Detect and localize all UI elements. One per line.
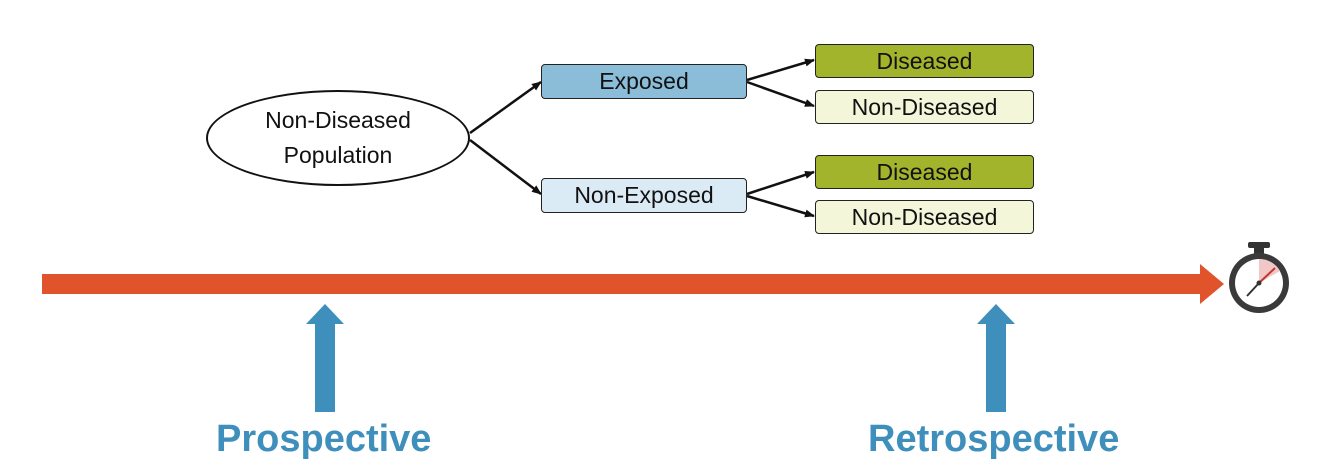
- non-exposed-box: Non-Exposed: [541, 178, 747, 213]
- prospective-label: Prospective: [216, 418, 432, 460]
- arrow-non-exposed-to-non-diseased: [746, 194, 815, 218]
- arrow-exposed-to-diseased: [746, 58, 815, 82]
- timeline-bar: [42, 274, 1202, 294]
- exposed-diseased-label: Diseased: [876, 47, 973, 74]
- population-node: Non-Diseased Population: [206, 90, 470, 186]
- exposed-label: Exposed: [599, 68, 689, 94]
- non-exposed-diseased-label: Diseased: [876, 158, 973, 185]
- retrospective-label: Retrospective: [868, 418, 1120, 460]
- stopwatch-icon: [1229, 242, 1289, 313]
- arrow-population-to-non-exposed: [469, 139, 542, 195]
- non-exposed-diseased-box: Diseased: [815, 155, 1034, 189]
- retrospective-up-arrow: [977, 304, 1015, 412]
- prospective-up-arrow: [306, 304, 344, 412]
- exposed-non-diseased-label: Non-Diseased: [851, 93, 998, 120]
- exposed-diseased-box: Diseased: [815, 44, 1034, 78]
- arrow-exposed-to-non-diseased: [746, 80, 815, 108]
- timeline-arrowhead: [1200, 264, 1224, 304]
- arrow-non-exposed-to-diseased: [746, 170, 815, 196]
- non-exposed-label: Non-Exposed: [574, 182, 714, 208]
- arrow-population-to-exposed: [469, 80, 542, 135]
- exposed-non-diseased-box: Non-Diseased: [815, 90, 1034, 124]
- population-label-line1: Non-Diseased: [265, 107, 411, 133]
- non-exposed-non-diseased-box: Non-Diseased: [815, 200, 1034, 234]
- exposed-box: Exposed: [541, 64, 747, 99]
- population-label-line2: Population: [283, 142, 393, 168]
- non-exposed-non-diseased-label: Non-Diseased: [851, 203, 998, 230]
